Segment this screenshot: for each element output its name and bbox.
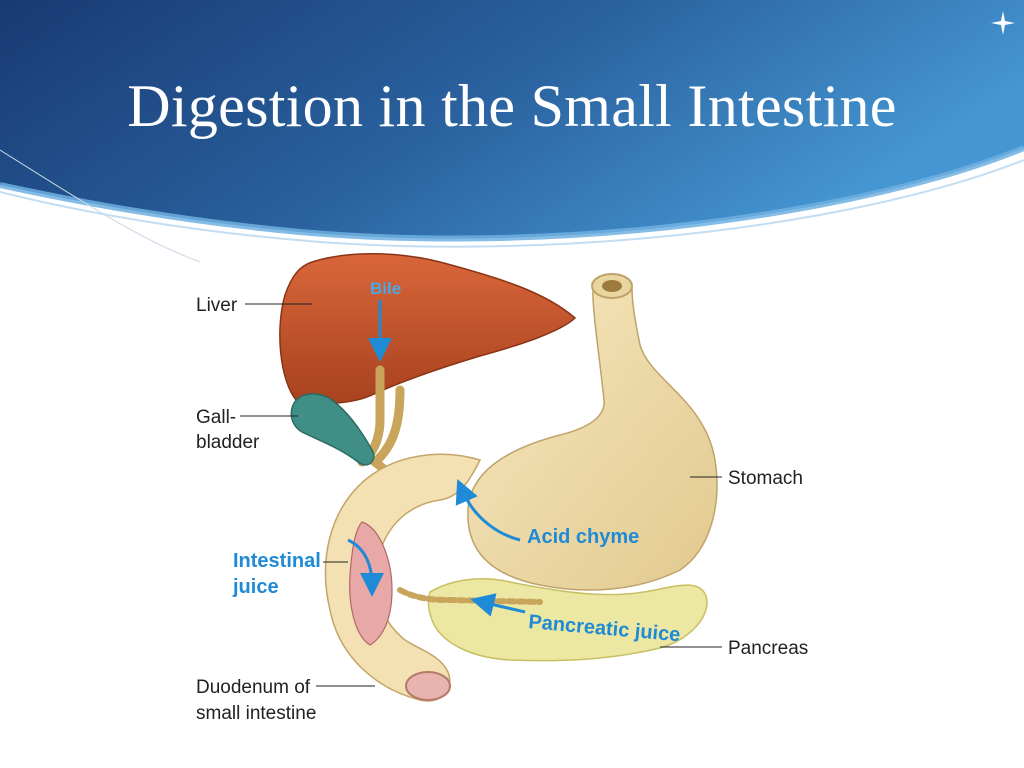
liver-shape [279, 253, 577, 405]
duodenum-shape [324, 453, 482, 702]
gallbladder-label-1: Gall- [196, 407, 236, 428]
acid-chyme-label: Acid chyme [527, 526, 639, 548]
slide-title: Digestion in the Small Intestine [127, 73, 897, 139]
duodenum-label-2: small intestine [196, 703, 316, 724]
intestinal-juice-arrow [347, 538, 384, 597]
acid-chyme-arrow [455, 478, 521, 542]
stomach-label: Stomach [728, 468, 803, 489]
title-banner [0, 0, 1024, 263]
pancreatic-juice-arrow [470, 593, 526, 617]
intestinal-juice-label-2: juice [232, 576, 279, 598]
intestinal-juice-label-1: Intestinal [233, 550, 321, 572]
duodenum-opening [405, 671, 451, 701]
pancreas-label: Pancreas [728, 638, 808, 659]
gallbladder-label-2: bladder [196, 432, 260, 453]
fleuron-icon [991, 11, 1015, 35]
gallbladder-shape [290, 393, 375, 466]
stomach-shape [467, 287, 718, 591]
bile-label: Bile [370, 279, 401, 298]
pancreatic-duct [397, 587, 543, 605]
liver-label: Liver [196, 295, 238, 316]
duodenum-label-1: Duodenum of [196, 677, 311, 698]
